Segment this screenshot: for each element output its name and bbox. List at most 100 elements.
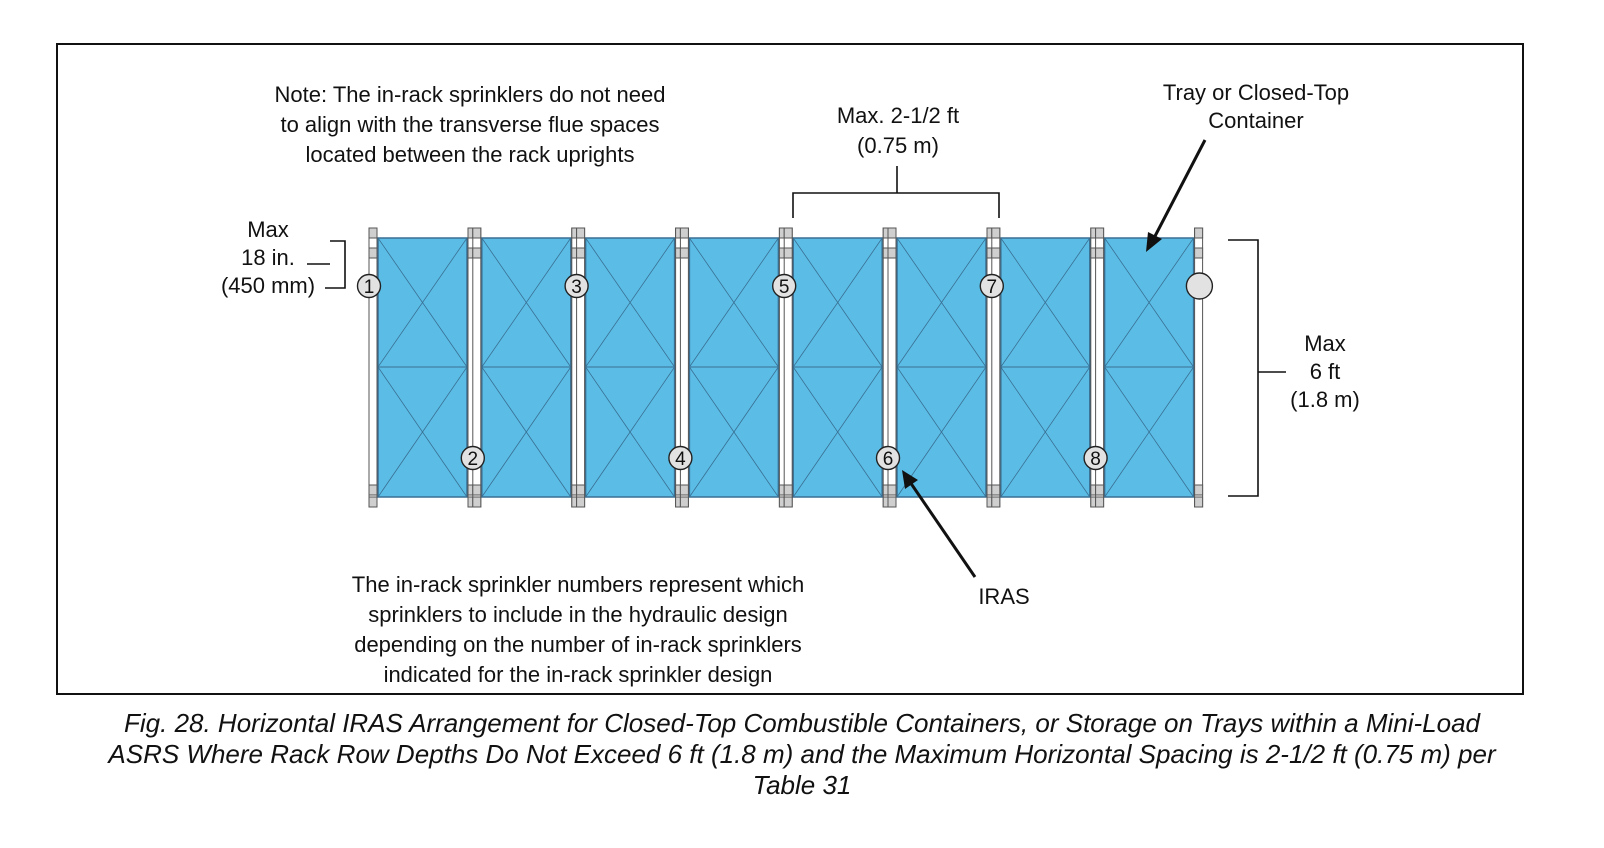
sprinklers-group: 1 2 3 4 5 6 7 8 <box>356 272 1214 471</box>
rack-upright <box>991 227 1001 508</box>
upright-clip <box>1095 484 1105 496</box>
iras-label: IRAS <box>978 584 1030 609</box>
figure-frame <box>56 43 1524 695</box>
upright-clip <box>368 247 378 259</box>
container-cross <box>481 366 572 498</box>
tray-arrowhead <box>1146 232 1162 252</box>
sprinkler-icon <box>875 445 901 471</box>
sprinkler-number: 7 <box>987 277 998 298</box>
upright-clip <box>1095 227 1105 239</box>
sprinkler-number: 6 <box>883 449 894 470</box>
container-cross <box>1104 366 1194 498</box>
container-cross <box>689 237 779 368</box>
note-top-line: to align with the transverse flue spaces <box>280 112 660 137</box>
iras-arrow <box>908 481 977 578</box>
note-bottom-line: The in-rack sprinkler numbers represent … <box>351 572 805 597</box>
figure-caption: Fig. 28. Horizontal IRAS Arrangement for… <box>56 708 1548 801</box>
sprinkler <box>1185 272 1214 300</box>
vertical-spacing-label: Max 18 in. (450 mm) <box>208 216 328 300</box>
upright-clip <box>368 496 378 508</box>
caption-line: Fig. 28. Horizontal IRAS Arrangement for… <box>124 708 1480 738</box>
note-bottom-line: depending on the number of in-rack sprin… <box>354 632 802 657</box>
upright-clip <box>783 496 793 508</box>
upright-clip <box>887 227 897 239</box>
container-cross <box>1000 237 1091 368</box>
upright-clip <box>783 247 793 259</box>
sprinkler-number: 4 <box>675 449 686 470</box>
sprinkler-number: 3 <box>571 277 582 298</box>
tray-label-line: Tray or Closed-Top <box>1162 80 1350 105</box>
rack-upright <box>368 227 378 508</box>
sprinkler: 4 <box>668 445 693 471</box>
container-cross <box>792 237 883 368</box>
upright-clip <box>472 247 482 259</box>
upright-clip <box>679 496 689 508</box>
sprinkler-number: 8 <box>1090 449 1101 470</box>
upright-clip <box>576 484 586 496</box>
rack-uprights-group <box>368 227 1204 508</box>
container <box>377 237 468 498</box>
spacing-label-line: Max. 2-1/2 ft <box>836 103 960 128</box>
upright-clip <box>1095 496 1105 508</box>
upright-clip <box>472 227 482 239</box>
container <box>896 237 987 498</box>
spacing-label-line: (0.75 m) <box>857 133 939 158</box>
upright-clip <box>783 484 793 496</box>
upright-clip <box>576 247 586 259</box>
sprinkler-number: 2 <box>468 449 479 470</box>
upright-clip <box>1194 247 1204 259</box>
note-bottom-line: indicated for the in-rack sprinkler desi… <box>383 662 773 687</box>
depth-bracket <box>1228 239 1286 497</box>
container-cross <box>896 237 987 368</box>
depth-label-line: Max <box>1304 331 1346 356</box>
vertical-spacing-bracket <box>307 240 346 289</box>
upright-clip <box>991 484 1001 496</box>
container <box>688 237 780 498</box>
upright-clip <box>887 484 897 496</box>
container <box>584 237 676 498</box>
sprinkler: 8 <box>1083 445 1108 471</box>
upright-clip <box>887 496 897 508</box>
caption-line: ASRS Where Rack Row Depths Do Not Exceed… <box>108 739 1496 769</box>
depth-label-line: 6 ft <box>1309 359 1341 384</box>
tray-label: Tray or Closed-Top Container <box>1140 79 1372 135</box>
upright-clip <box>368 484 378 496</box>
container <box>792 237 883 498</box>
caption-line: Table 31 <box>752 770 852 800</box>
sprinkler-number: 1 <box>364 277 375 298</box>
upright-clip <box>576 496 586 508</box>
spacing-label: Max. 2-1/2 ft (0.75 m) <box>798 101 998 161</box>
upright-clip <box>991 247 1001 259</box>
container <box>1103 237 1195 498</box>
vertical-spacing-line: 18 in. <box>241 245 295 270</box>
sprinkler: 7 <box>979 273 1004 299</box>
note-top-line: Note: The in-rack sprinklers do not need <box>274 82 666 107</box>
tray-label-line: Container <box>1208 108 1304 133</box>
upright-clip <box>991 227 1001 239</box>
sprinkler-icon <box>356 273 382 299</box>
container-cross <box>792 366 883 498</box>
sprinkler-icon <box>1083 445 1108 471</box>
upright-clip <box>576 227 586 239</box>
sprinkler-number: 5 <box>779 277 790 298</box>
note-top: Note: The in-rack sprinklers do not need… <box>232 80 708 170</box>
upright-clip <box>679 484 689 496</box>
upright-clip <box>887 247 897 259</box>
spacing-bracket <box>792 166 1000 218</box>
sprinkler-icon <box>1185 272 1214 300</box>
containers-group <box>377 237 1195 498</box>
upright-clip <box>1194 496 1204 508</box>
container-cross <box>377 237 468 368</box>
sprinkler-icon <box>564 273 589 299</box>
upright-clip <box>368 227 378 239</box>
upright-clip <box>783 227 793 239</box>
upright-clip <box>472 496 482 508</box>
upright-clip <box>991 496 1001 508</box>
rack-upright <box>783 227 793 508</box>
note-bottom: The in-rack sprinkler numbers represent … <box>300 570 856 690</box>
note-bottom-line: sprinklers to include in the hydraulic d… <box>368 602 788 627</box>
vertical-spacing-line: (450 mm) <box>220 273 316 298</box>
container-cross <box>585 237 675 368</box>
sprinkler-icon <box>772 273 797 299</box>
upright-clip <box>472 484 482 496</box>
